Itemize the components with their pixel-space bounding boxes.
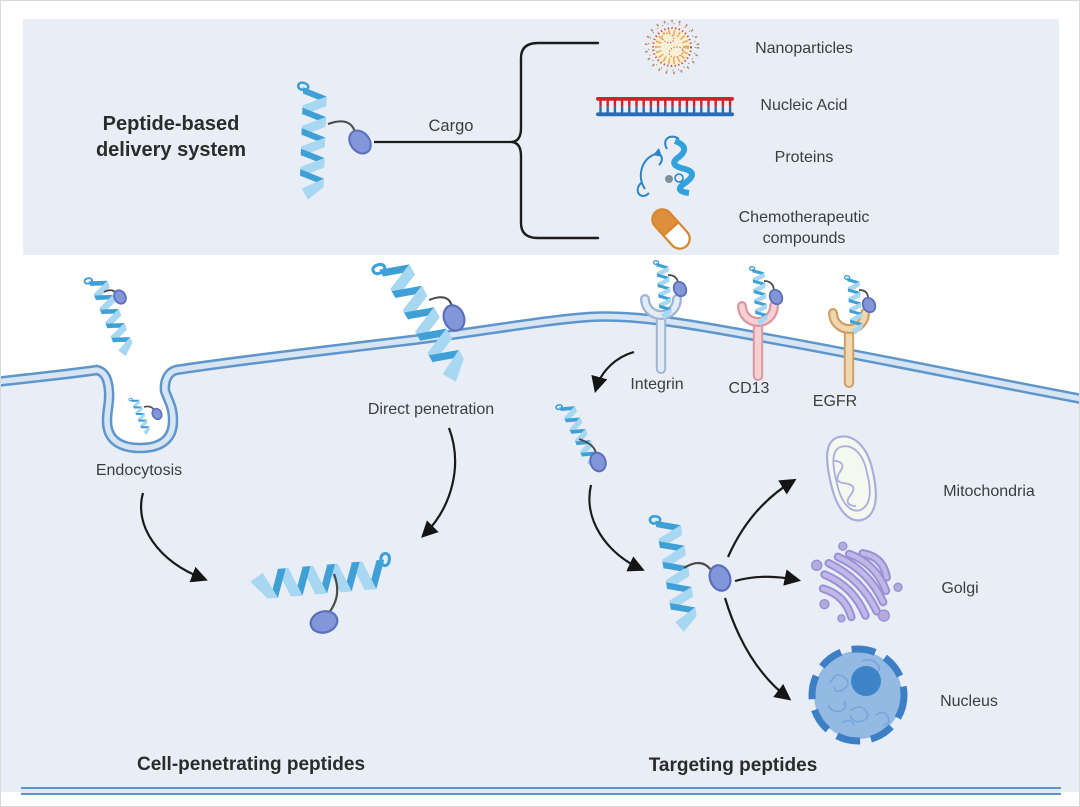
direct-penetration-arrow [421, 427, 457, 538]
direct-penetration-peptide-icon [369, 249, 474, 392]
cargo-brace [510, 41, 600, 240]
cd13-peptide-icon [748, 265, 784, 327]
targeting-peptides-title: Targeting peptides [648, 755, 818, 776]
cargo-label: Cargo [428, 117, 474, 135]
proteins-label: Proteins [774, 149, 834, 166]
capsule-icon [651, 208, 691, 250]
internalized-targeting-peptide-icon [554, 398, 607, 473]
direct-penetration-label: Direct penetration [367, 401, 495, 418]
banner-panel [23, 19, 1059, 255]
nucleus-icon [808, 645, 908, 745]
endocytosis-label: Endocytosis [95, 462, 183, 479]
to-nucleus-arrow [723, 597, 792, 701]
nanoparticles-label: Nanoparticles [755, 40, 853, 57]
cell-interior [1, 316, 1079, 792]
pit-peptide-icon [128, 395, 163, 437]
egfr-peptide-icon [843, 274, 877, 336]
banner-title: Peptide-based delivery system [59, 111, 283, 163]
cell-penetrating-peptides-title: Cell-penetrating peptides [136, 754, 366, 775]
plasma-membrane-core [1, 313, 1079, 451]
mitochondria-label: Mitochondria [943, 483, 1035, 500]
golgi-label: Golgi [941, 580, 979, 597]
to-central-peptide-arrow [588, 484, 645, 572]
mitochondria-icon [826, 435, 877, 522]
pathway-arrows [140, 350, 802, 701]
to-golgi-arrow [734, 569, 802, 586]
chemotherapeutic-label: Chemotherapeutic compounds [699, 207, 909, 249]
to-mitochondria-arrow [726, 478, 797, 558]
integrin-internalization-arrow [591, 350, 635, 393]
chemotherapeutic-label-line2: compounds [762, 230, 846, 247]
integrin-label: Integrin [630, 376, 684, 393]
nucleic-acid-icon [596, 97, 734, 117]
integrin-peptide-icon [652, 259, 688, 321]
nucleic-acid-label: Nucleic Acid [760, 97, 848, 114]
central-targeting-peptide-icon [648, 510, 732, 636]
golgi-icon [810, 541, 903, 623]
banner-title-line2: delivery system [95, 139, 247, 161]
cd13-label: CD13 [728, 380, 770, 397]
banner-title-line1: Peptide-based [102, 113, 240, 135]
internalized-cpp-icon [247, 551, 394, 634]
nucleus-label: Nucleus [940, 693, 998, 710]
endocytosis-arrow [140, 492, 208, 583]
delivery-peptide-icon [292, 81, 372, 202]
endocytosis-peptide-icon [82, 270, 137, 361]
egfr-label: EGFR [812, 393, 858, 410]
nanoparticle-icon [644, 19, 700, 75]
protein-icon [636, 135, 695, 197]
chemotherapeutic-label-line1: Chemotherapeutic [738, 209, 870, 226]
